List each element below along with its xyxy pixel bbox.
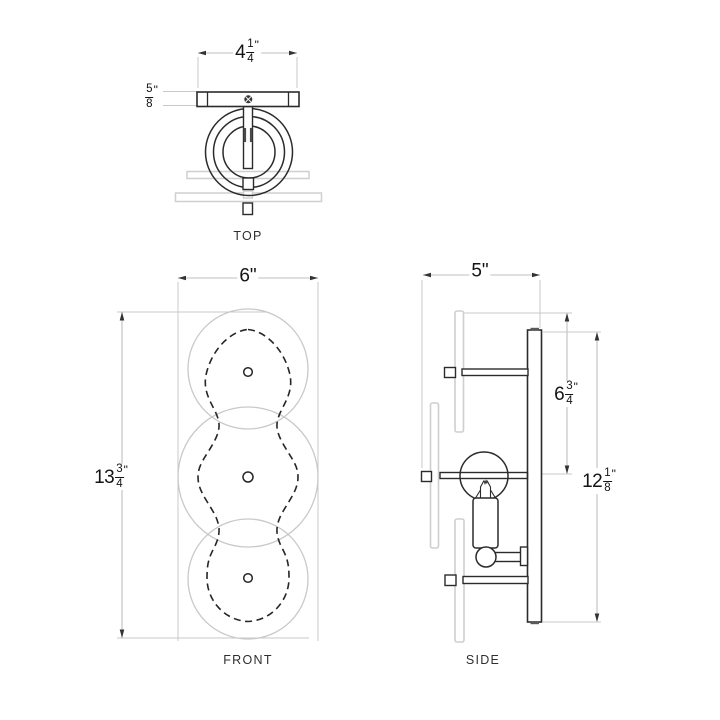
- front-view-label: FRONT: [223, 653, 273, 667]
- arm-lower-clip: [444, 574, 457, 587]
- glass-disc-top: [187, 308, 309, 430]
- glass-disc-middle: [177, 406, 319, 548]
- swivel-bracket-arm: [494, 551, 522, 563]
- socket: [472, 497, 499, 549]
- screw-icon: [244, 95, 253, 104]
- swivel-bracket-flange: [519, 546, 529, 567]
- arm-upper-clip: [443, 366, 457, 379]
- front-view: [177, 308, 319, 640]
- side-glass-panels: [429, 310, 465, 643]
- dimension-front-width: 6": [237, 265, 259, 287]
- arm-lower: [462, 575, 529, 585]
- bulb-center-middle: [242, 471, 254, 483]
- bulb: [459, 451, 509, 501]
- front-bulb-centers: [242, 366, 254, 584]
- bulb-center-bottom: [242, 572, 254, 584]
- swivel-ball: [475, 546, 497, 568]
- bulb-center-top: [242, 366, 254, 378]
- dimension-arrows: [119, 50, 600, 638]
- front-glass-discs: [177, 308, 319, 640]
- side-view: [420, 310, 543, 643]
- top-view: [174, 91, 323, 216]
- backplate-hidden-outline: [197, 328, 299, 623]
- backplate-cap-bottom: [530, 621, 539, 625]
- top-glass-clip-2: [242, 202, 254, 216]
- glass-disc-bottom: [187, 518, 309, 640]
- arm-middle-clip: [420, 470, 433, 483]
- arm-upper: [461, 368, 529, 377]
- top-glass-clip-1: [242, 177, 255, 191]
- top-glass-clip-back: [242, 190, 254, 199]
- dimension-side-depth: 5": [469, 260, 491, 282]
- top-view-label: TOP: [233, 229, 263, 243]
- arm-middle: [439, 471, 529, 480]
- backplate: [526, 329, 543, 623]
- backplate-cap-top: [530, 327, 539, 331]
- side-view-label: SIDE: [465, 653, 501, 667]
- bulb-filament-base: [475, 479, 496, 499]
